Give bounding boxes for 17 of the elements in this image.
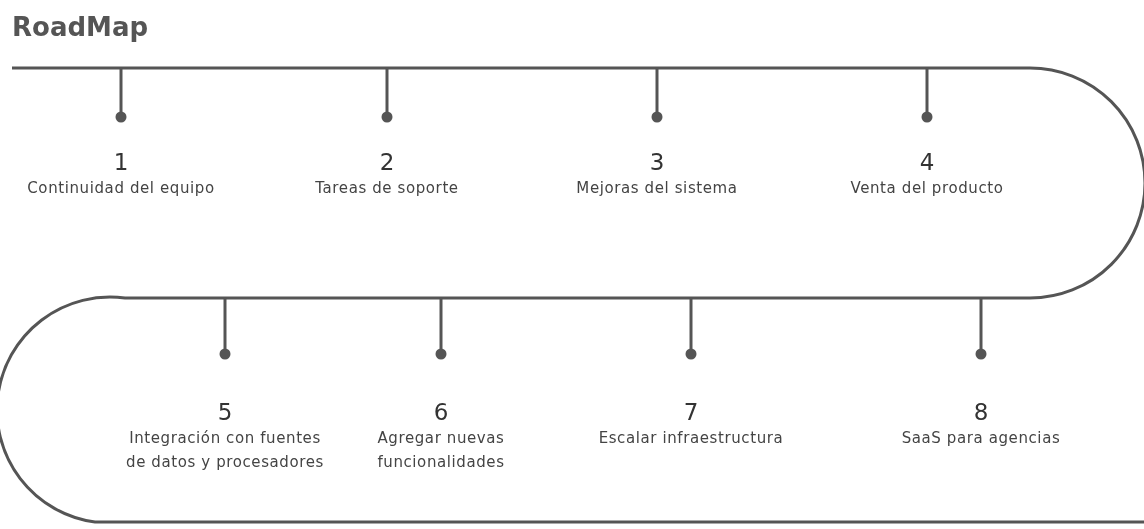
milestone-number: 4 <box>919 148 935 176</box>
milestone-label: Agregar nuevas funcionalidades <box>376 428 506 473</box>
milestone-label: SaaS para agencias <box>901 428 1061 449</box>
milestone-number: 3 <box>649 148 665 176</box>
milestone-label: Mejoras del sistema <box>576 178 738 199</box>
milestone-number: 5 <box>217 398 233 426</box>
milestone-label: Venta del producto <box>850 178 1004 199</box>
milestone-label: Integración con fuentes de datos y procesadores <box>125 428 325 473</box>
milestone-number: 2 <box>379 148 395 176</box>
milestone-number: 6 <box>433 398 449 426</box>
diagram-title: RoadMap <box>12 12 149 42</box>
milestone-label: Continuidad del equipo <box>27 178 215 199</box>
milestone-number: 1 <box>113 148 129 176</box>
milestone-number: 7 <box>683 398 699 426</box>
milestone-label: Escalar infraestructura <box>598 428 784 449</box>
milestone-label: Tareas de soporte <box>315 178 459 199</box>
milestone-number: 8 <box>973 398 989 426</box>
